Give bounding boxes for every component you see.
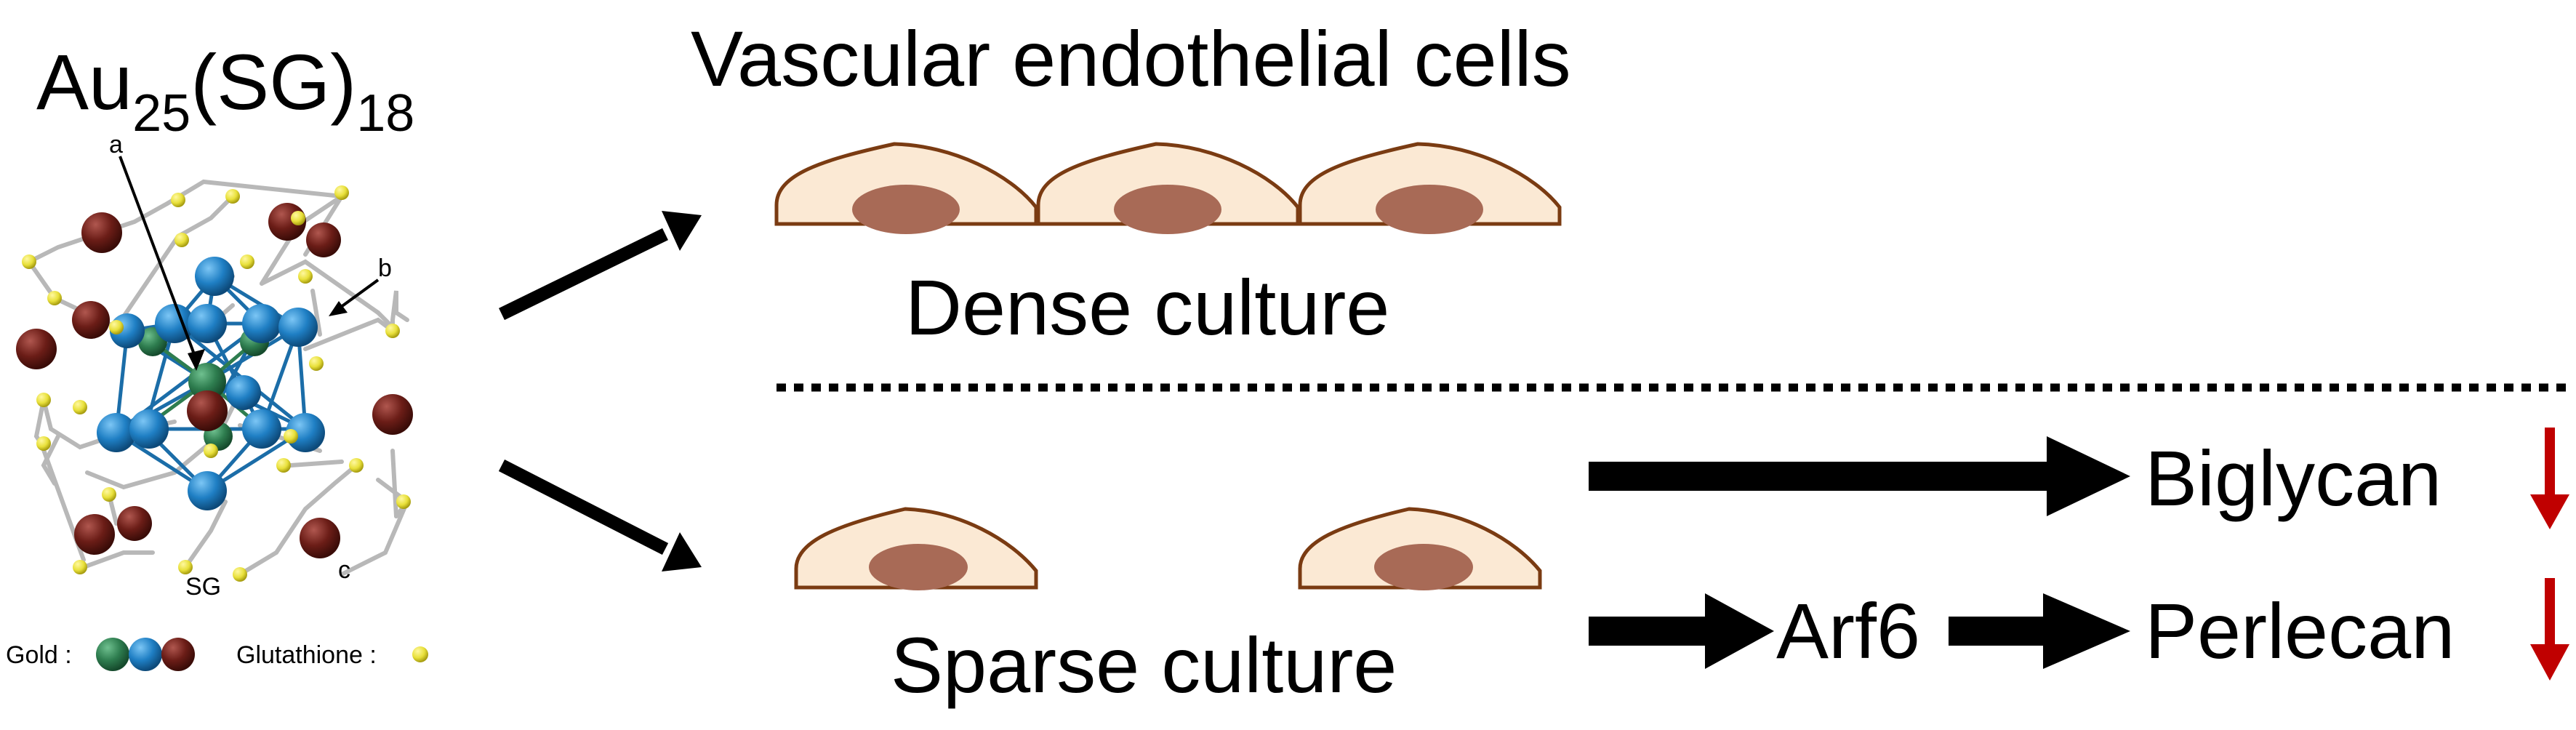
molecule-label-sg: SG	[185, 573, 221, 601]
gold-atom-shell	[97, 413, 136, 452]
molecule-label-a: a	[109, 131, 123, 159]
cell-nucleus	[1114, 185, 1221, 234]
pointer-arrows	[119, 156, 380, 371]
arrow-to-dense-head	[662, 211, 702, 251]
legend-sulfur-icon	[412, 646, 428, 662]
gold-atom-shell	[195, 257, 234, 296]
endothelial-cell	[774, 142, 1038, 234]
gold-atom-staple	[300, 518, 340, 558]
dense-culture-label: Dense culture	[905, 263, 1389, 351]
sparse-culture-label: Sparse culture	[891, 621, 1397, 709]
perlecan-label: Perlecan	[2145, 587, 2455, 675]
endothelial-cell	[1036, 142, 1300, 234]
gold-atom-staple	[306, 222, 341, 257]
sparse-culture-cells	[794, 507, 1542, 590]
arrow-to-perlecan	[1949, 617, 2050, 646]
gold-atom-shell	[129, 409, 169, 449]
molecule-label-b: b	[378, 254, 392, 282]
gold-atom-center	[188, 363, 226, 401]
compound-formula: Au25(SG)18	[36, 38, 414, 143]
arrow-to-arf6-head	[1705, 593, 1774, 669]
endothelial-cell	[1298, 142, 1562, 234]
perlecan-decrease-arrow-icon	[2530, 578, 2569, 681]
cell-nucleus	[1374, 544, 1473, 590]
arrow-to-sparse	[498, 459, 669, 555]
legend-glutathione-label: Glutathione :	[236, 641, 377, 669]
cell-nucleus	[852, 185, 960, 234]
arrow-to-sparse-head	[662, 532, 702, 571]
arrow-to-perlecan-head	[2043, 593, 2130, 669]
pathway-arrows	[1589, 436, 2130, 669]
gold-atom-staple	[81, 212, 122, 253]
cell-nucleus	[869, 544, 968, 590]
gold-atom-shell	[278, 308, 318, 347]
au25-molecule-structure: a b c SG	[16, 131, 413, 601]
legend-gold-blue-icon	[129, 638, 162, 671]
endothelial-cell	[1298, 507, 1542, 590]
gold-atom-staple	[74, 514, 115, 555]
arrow-to-dense	[499, 228, 668, 321]
gold-atom-staple	[72, 301, 110, 339]
legend-gold-green-icon	[96, 638, 129, 671]
legend-gold-label: Gold :	[6, 641, 72, 669]
gold-atom-shell	[226, 375, 261, 410]
legend-gold-brown-icon	[161, 638, 195, 671]
diagram-title: Vascular endothelial cells	[691, 15, 1571, 103]
molecule-label-c: c	[338, 556, 350, 584]
gold-atom-shell	[188, 471, 227, 510]
biglycan-label: Biglycan	[2145, 434, 2441, 522]
arrow-to-biglycan	[1589, 462, 2054, 491]
gold-atom-staple	[187, 390, 228, 431]
branch-arrows	[498, 211, 702, 571]
sulfur-atoms	[22, 185, 411, 582]
cell-nucleus	[1376, 185, 1483, 234]
arrow-to-biglycan-head	[2047, 436, 2130, 516]
gold-atom-staple	[16, 329, 57, 369]
gold-atom-shell	[242, 304, 281, 343]
dense-culture-cells	[774, 142, 1562, 234]
gold-atom-shell	[242, 409, 281, 449]
gold-atom-shell	[188, 304, 227, 343]
decrease-arrows	[2530, 428, 2569, 681]
gold-atom-staple	[372, 394, 413, 435]
endothelial-cell	[794, 507, 1038, 590]
arrow-to-arf6	[1589, 617, 1712, 646]
biglycan-decrease-arrow-icon	[2530, 428, 2569, 529]
arf6-label: Arf6	[1776, 587, 1920, 675]
gold-atom-staple	[117, 506, 152, 541]
gold-atom-shell	[286, 413, 325, 452]
atom-legend: Gold : Glutathione :	[6, 638, 428, 671]
gold-atom-shell	[155, 304, 194, 343]
